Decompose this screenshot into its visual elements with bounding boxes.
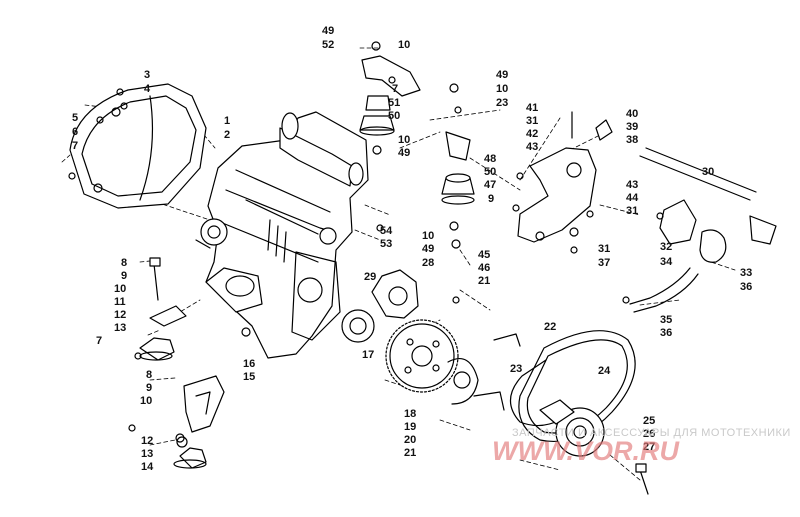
callout-30: 30 (702, 166, 715, 178)
callout-6: 6 (72, 126, 79, 138)
callout-17: 17 (362, 349, 375, 361)
rubber-mount (441, 131, 475, 205)
watermark-logo: WWW.VOR.RU (492, 436, 679, 466)
callout-20: 20 (404, 434, 417, 446)
callout-52: 52 (322, 39, 335, 51)
upper-mount-bracket (359, 41, 421, 155)
left-engine-mounts (139, 257, 251, 469)
fasteners (68, 83, 664, 448)
callout-8: 8 (121, 257, 128, 269)
callout-4: 4 (144, 83, 151, 95)
callout-39: 39 (626, 121, 639, 133)
callout-21: 21 (478, 275, 491, 287)
callout-53: 53 (380, 238, 393, 250)
callout-25: 25 (643, 415, 656, 427)
callout-9: 9 (146, 382, 153, 394)
callout-22: 22 (544, 321, 557, 333)
callout-49: 49 (322, 25, 335, 37)
callout-29: 29 (364, 271, 377, 283)
callout-1: 1 (224, 115, 231, 127)
callout-9: 9 (121, 270, 128, 282)
callout-24: 24 (598, 365, 611, 377)
callout-10: 10 (398, 134, 411, 146)
callout-8: 8 (146, 369, 153, 381)
engine-block (195, 111, 369, 359)
callout-33: 33 (740, 267, 753, 279)
drive-clutch (473, 330, 649, 495)
callout-50: 50 (484, 166, 497, 178)
callout-23: 23 (510, 363, 523, 375)
callout-31: 31 (598, 243, 611, 255)
callout-51: 51 (388, 97, 401, 109)
callout-31: 31 (526, 115, 539, 127)
callout-37: 37 (598, 257, 611, 269)
callout-34: 34 (660, 256, 673, 268)
callout-11: 11 (114, 296, 126, 308)
callout-32: 32 (660, 241, 673, 253)
callout-49: 49 (422, 243, 435, 255)
callout-31: 31 (626, 205, 639, 217)
callout-14: 14 (141, 461, 154, 473)
callout-12: 12 (141, 435, 154, 447)
callout-3: 3 (144, 69, 151, 81)
callout-7: 7 (392, 83, 399, 95)
callout-10: 10 (114, 283, 127, 295)
callout-38: 38 (626, 134, 639, 146)
thermostat-housing (629, 147, 777, 313)
callout-10: 10 (398, 39, 411, 51)
callout-42: 42 (526, 128, 539, 140)
callout-19: 19 (404, 421, 417, 433)
callout-36: 36 (660, 327, 673, 339)
flywheel-assembly (341, 269, 479, 405)
callout-44: 44 (626, 192, 639, 204)
drive-cover (69, 83, 207, 209)
callout-23: 23 (496, 97, 509, 109)
callout-36: 36 (740, 281, 753, 293)
callout-43: 43 (626, 179, 639, 191)
callout-7: 7 (96, 335, 103, 347)
callout-41: 41 (526, 102, 539, 114)
callout-54: 54 (380, 225, 393, 237)
callout-49: 49 (496, 69, 509, 81)
accessory-bracket (517, 111, 613, 243)
callout-48: 48 (484, 153, 497, 165)
callout-10: 10 (496, 83, 509, 95)
callout-43: 43 (526, 141, 539, 153)
callout-50: 50 (388, 110, 401, 122)
callout-2: 2 (224, 129, 231, 141)
callout-18: 18 (404, 408, 417, 420)
callout-27: 27 (643, 441, 656, 453)
callout-5: 5 (72, 112, 79, 124)
callout-40: 40 (626, 108, 639, 120)
callout-45: 45 (478, 249, 491, 261)
callout-13: 13 (141, 448, 154, 460)
callout-13: 13 (114, 322, 127, 334)
callout-10: 10 (422, 230, 435, 242)
callout-9: 9 (488, 193, 495, 205)
callout-10: 10 (140, 395, 153, 407)
callout-16: 16 (243, 358, 256, 370)
callout-7: 7 (72, 140, 79, 152)
callout-15: 15 (243, 371, 256, 383)
callout-47: 47 (484, 179, 497, 191)
callout-35: 35 (660, 314, 673, 326)
callout-26: 26 (643, 428, 656, 440)
callout-46: 46 (478, 262, 491, 274)
callout-21: 21 (404, 447, 417, 459)
watermark-caption: ЗАПЧАСТИ И АКСЕССУАРЫ ДЛЯ МОТОТЕХНИКИ (512, 427, 791, 439)
callout-12: 12 (114, 309, 127, 321)
callout-28: 28 (422, 257, 435, 269)
callout-49: 49 (398, 147, 411, 159)
